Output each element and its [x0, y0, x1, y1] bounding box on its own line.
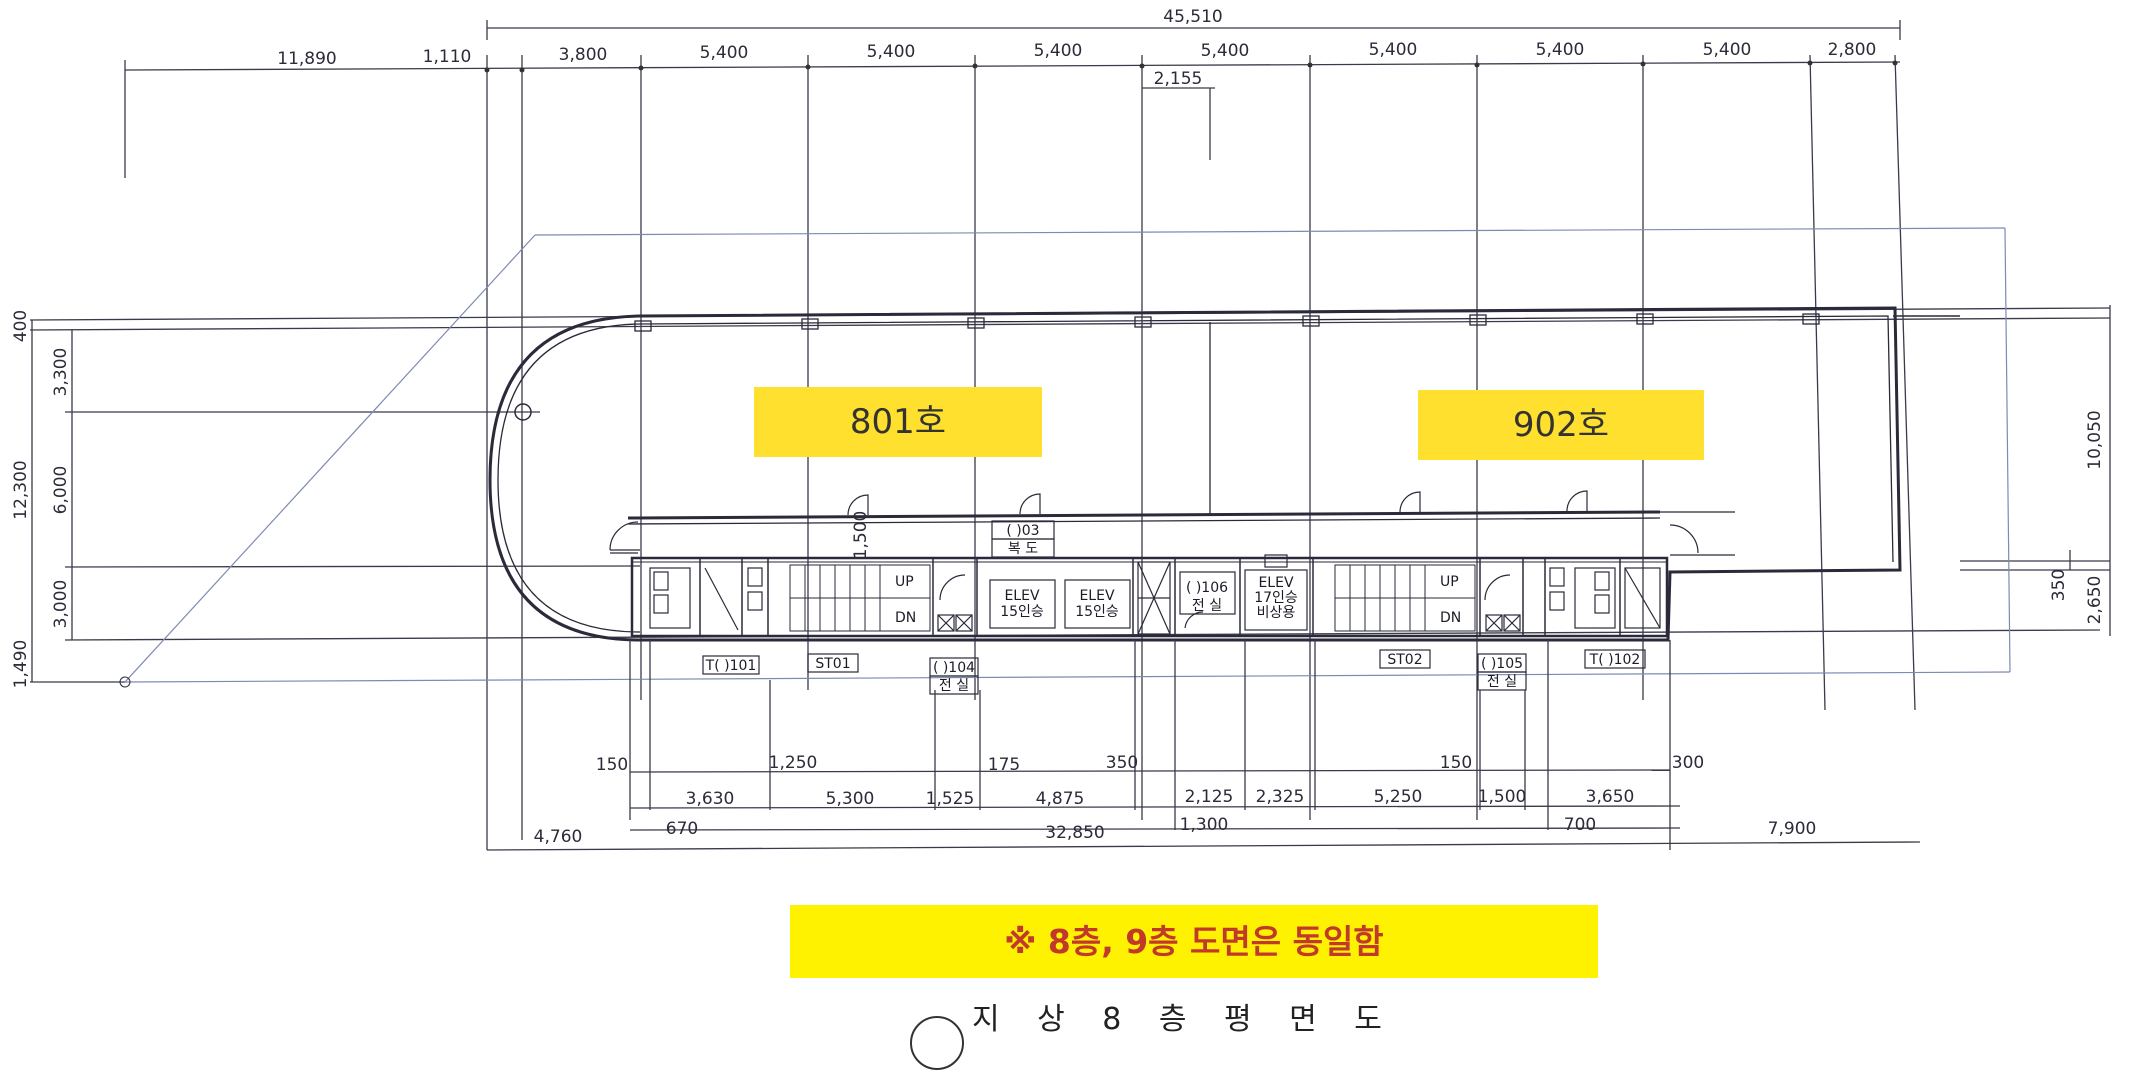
dim-top-seg-7: 5,400 — [1201, 41, 1250, 61]
anteroom-104-no: ( )104 — [933, 660, 975, 676]
duct-shaft — [1137, 561, 1171, 635]
restroom-101-fixtures — [649, 567, 763, 631]
elevator-3-emergency: 비상용 — [1257, 605, 1296, 621]
dim-b2-2125: 2,125 — [1185, 787, 1234, 807]
unit-902-label: 902호 — [1418, 390, 1704, 460]
drawing-number-circle — [910, 1016, 964, 1070]
dim-b1-1250: 1,250 — [769, 753, 818, 773]
dim-b1-175: 175 — [988, 755, 1020, 775]
anteroom-105 — [1484, 574, 1521, 632]
dim-b2-1500: 1,500 — [1478, 787, 1527, 807]
corridor-tag — [991, 520, 1055, 558]
dim-top-seg-6: 5,400 — [1034, 41, 1083, 61]
dim-b2-2325: 2,325 — [1256, 787, 1305, 807]
anteroom-104-name: 전 실 — [939, 678, 969, 694]
dim-b1-150b: 150 — [1440, 753, 1472, 773]
dim-b4-7900: 7,900 — [1768, 819, 1817, 839]
dim-left-400: 400 — [11, 310, 31, 342]
restroom-102-tag: T( )102 — [1589, 652, 1641, 668]
dim-top-seg-5: 5,400 — [867, 42, 916, 62]
corridor-name: 복 도 — [1008, 541, 1038, 557]
elevator-3-capacity: 17인승 — [1254, 590, 1298, 606]
dim-b2-4875: 4,875 — [1036, 789, 1085, 809]
elevator-shafts-left — [989, 579, 1131, 629]
dim-right-total: 10,050 — [2085, 410, 2105, 469]
dim-left-3300: 3,300 — [51, 348, 71, 397]
right-dimension-lines — [1960, 305, 2111, 636]
dim-b1-350: 350 — [1106, 753, 1138, 773]
left-dimension-lines — [29, 307, 2111, 683]
floor-plan-drawing: 45,510 11,890 1,110 3,800 5,400 5,400 5,… — [11, 7, 2111, 851]
stair-02-tag: ST02 — [1387, 652, 1422, 668]
dim-b2-3630: 3,630 — [686, 789, 735, 809]
dim-left-3000: 3,000 — [51, 580, 71, 629]
stair-02-up: UP — [1440, 574, 1459, 590]
dim-b2-5300: 5,300 — [826, 789, 875, 809]
dim-left-6000: 6,000 — [51, 466, 71, 515]
dim-side-1500: 1,500 — [851, 511, 871, 560]
anteroom-105-no: ( )105 — [1481, 656, 1523, 672]
stair-02-dn: DN — [1440, 610, 1461, 626]
drawing-title: 지 상 8 층 평 면 도 — [972, 1002, 1396, 1037]
dim-b2-1525: 1,525 — [926, 789, 975, 809]
dim-b2-5250: 5,250 — [1374, 787, 1423, 807]
identical-floors-note: ※ 8층, 9층 도면은 동일함 — [790, 905, 1598, 978]
dim-top-seg-10: 5,400 — [1703, 40, 1752, 60]
stair-01 — [789, 564, 931, 632]
elevator-2-label: ELEV — [1079, 588, 1114, 604]
building-outline — [119, 227, 2011, 688]
room-tag-boxes — [702, 649, 1646, 695]
dim-left-total: 12,300 — [11, 460, 31, 519]
dim-top-seg-11: 2,800 — [1828, 40, 1877, 60]
restroom-101-tag: T( )101 — [705, 658, 757, 674]
dim-top-seg-4: 5,400 — [700, 43, 749, 63]
anteroom-106-no: ( )106 — [1186, 580, 1228, 596]
dim-b4-4760: 4,760 — [534, 827, 583, 847]
dim-b1-150a: 150 — [596, 755, 628, 775]
stair-01-dn: DN — [895, 610, 916, 626]
dim-top-sub: 2,155 — [1154, 69, 1203, 89]
dim-b3-1300: 1,300 — [1180, 815, 1229, 835]
elevator-3-label: ELEV — [1258, 575, 1293, 591]
dim-top-seg-3: 3,800 — [559, 45, 608, 65]
dim-top-seg-9: 5,400 — [1536, 40, 1585, 60]
dim-right-2650: 2,650 — [2085, 576, 2105, 625]
anteroom-106-name: 전 실 — [1192, 598, 1222, 614]
anteroom-106 — [1179, 571, 1236, 629]
stair-01-up: UP — [895, 574, 914, 590]
dim-right-350: 350 — [2049, 569, 2069, 601]
restroom-102-fixtures — [1549, 567, 1661, 629]
bottom-dimension-lines — [486, 640, 1921, 851]
dim-b3-700: 700 — [1564, 815, 1596, 835]
dim-top-seg-1: 11,890 — [277, 49, 336, 69]
dim-b3-670: 670 — [666, 819, 698, 839]
anteroom-105-name: 전 실 — [1487, 674, 1517, 690]
elevator-1-label: ELEV — [1004, 588, 1039, 604]
dim-top-seg-8: 5,400 — [1369, 40, 1418, 60]
corridor-number: ( )03 — [1006, 523, 1039, 539]
unit-801-label: 801호 — [754, 387, 1042, 457]
dim-b2-3650: 3,650 — [1586, 787, 1635, 807]
dim-b4-32850: 32,850 — [1045, 823, 1104, 843]
emergency-elevator — [1244, 554, 1308, 631]
stair-01-tag: ST01 — [815, 656, 850, 672]
dim-b1-300: 300 — [1672, 753, 1704, 773]
elevator-2-capacity: 15인승 — [1075, 604, 1119, 620]
dim-top-seg-2: 1,110 — [423, 47, 472, 67]
top-dimension-ticks — [484, 60, 1898, 73]
elevator-1-capacity: 15인승 — [1000, 604, 1044, 620]
dim-left-1490: 1,490 — [11, 640, 31, 689]
dim-overall: 45,510 — [1163, 7, 1222, 27]
anteroom-104 — [937, 574, 973, 632]
stair-02 — [1334, 564, 1476, 632]
